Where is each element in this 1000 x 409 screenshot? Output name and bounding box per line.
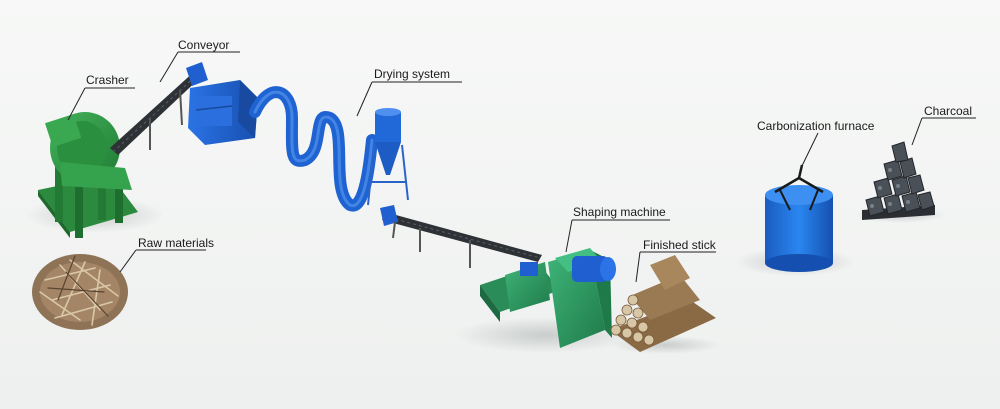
label-carbonization-furnace: Carbonization furnace: [757, 119, 875, 133]
finished-stick-pile: [610, 255, 716, 352]
label-drying-system: Drying system: [374, 67, 451, 81]
label-raw-materials: Raw materials: [138, 236, 215, 250]
raw-materials-pile: [32, 254, 128, 330]
shaping-machine: [480, 248, 616, 348]
dryer-box: [188, 80, 258, 145]
label-conveyor: Conveyor: [178, 38, 230, 52]
conveyor-belt-1: [110, 62, 208, 155]
carbonization-furnace: [765, 164, 833, 272]
charcoal-pile: [862, 141, 935, 220]
label-shaping-machine: Shaping machine: [573, 205, 666, 219]
label-charcoal: Charcoal: [924, 104, 973, 118]
leader-carbonization-furnace: [799, 132, 819, 171]
label-crasher: Crasher: [86, 73, 129, 87]
crusher-machine: [38, 112, 138, 238]
conveyor-belt-2: [380, 205, 542, 268]
cyclone-separator: [367, 108, 409, 206]
label-finished-stick: Finished stick: [643, 238, 716, 252]
leader-lines: [67, 51, 976, 283]
